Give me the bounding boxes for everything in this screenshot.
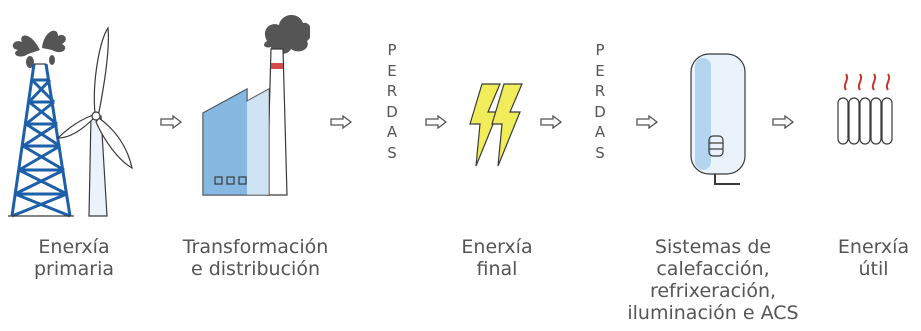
flow-arrow-4	[540, 115, 562, 129]
label-transformation: Transformación e distribución	[182, 236, 329, 280]
flow-arrow-6	[772, 115, 794, 129]
factory-icon	[195, 5, 310, 205]
label-primary-energy: Enerxía primaria	[33, 236, 115, 280]
flow-arrow-2	[330, 115, 352, 129]
flow-arrow-5	[636, 115, 658, 129]
radiator-icon	[832, 70, 904, 150]
losses-label-1: P E R D A S	[386, 41, 398, 162]
losses-label-2: P E R D A S	[594, 41, 606, 162]
lightning-icon	[462, 80, 530, 170]
flow-arrow-1	[160, 115, 182, 129]
flow-arrow-3	[425, 115, 447, 129]
label-useful-energy: Enerxía útil	[837, 236, 910, 280]
label-systems: Sistemas de calefacción, refrixeración, …	[627, 236, 799, 324]
label-final-energy: Enerxía final	[461, 236, 533, 280]
primary-energy-icon	[0, 20, 140, 220]
water-heater-icon	[685, 50, 755, 195]
